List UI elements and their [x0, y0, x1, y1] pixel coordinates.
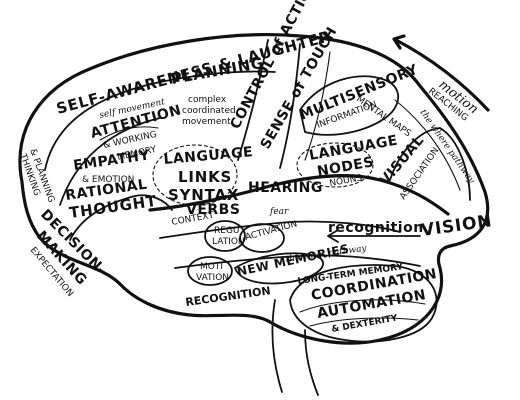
temporal-gyrus-lower — [174, 254, 421, 269]
frontal-gyrus-1 — [44, 70, 276, 171]
cerebellum — [289, 264, 438, 343]
postcentral-sulcus — [279, 43, 301, 169]
sylvian-fissure — [148, 174, 450, 216]
label-planning-sub2: coordinated — [182, 106, 236, 116]
label-hearing: HEARING — [248, 180, 323, 196]
label-verbs: VERBS — [186, 202, 240, 218]
frontal-gyrus-4 — [99, 126, 159, 141]
cerebellum-fold-2 — [309, 317, 419, 327]
label-recognition-left: RECOGNITION — [185, 284, 272, 309]
regulation-region — [204, 220, 246, 252]
frontal-gyrus-3 — [69, 194, 173, 241]
frontal-gyrus-2 — [59, 117, 161, 206]
activation-region — [239, 223, 285, 253]
visual-area — [389, 127, 471, 201]
label-recognition-right: recognition — [328, 220, 424, 236]
label-language-links: LANGUAGE — [163, 144, 254, 168]
label-planning-sub1: complex — [188, 95, 227, 105]
motion-arrow — [394, 38, 490, 112]
label-emotion: & EMOTION — [82, 175, 134, 185]
label-empathy: EMPATHY — [72, 147, 151, 174]
brain-outline — [18, 33, 490, 345]
where-pathway-line — [394, 99, 461, 191]
brainstem — [271, 299, 319, 396]
language-nodes-region — [296, 142, 374, 188]
new-memories-region — [234, 252, 324, 285]
parietal-gyrus — [304, 51, 331, 161]
temporal-gyrus — [159, 220, 401, 239]
label-syntax: SYNTAX — [168, 186, 239, 204]
label-lation: LATION — [212, 237, 245, 247]
motion-arrowhead — [392, 34, 406, 50]
label-vision: VISION — [420, 211, 494, 241]
cerebellum-fold-1 — [299, 299, 426, 313]
label-mental-maps: MENTAL MAPS — [354, 94, 412, 139]
label-fear: fear — [269, 207, 289, 217]
central-sulcus — [237, 39, 269, 161]
motivation-region — [187, 256, 233, 286]
label-planning-sub3: movement — [182, 117, 231, 127]
label-motivation: MOTI — [200, 262, 223, 272]
label-links: LINKS — [178, 168, 232, 186]
language-links-region — [152, 144, 238, 206]
recognition-arrowhead — [327, 229, 339, 243]
label-vation: VATION — [196, 273, 229, 283]
multisensory-region — [299, 75, 400, 136]
label-regulation: REGU — [214, 226, 240, 236]
